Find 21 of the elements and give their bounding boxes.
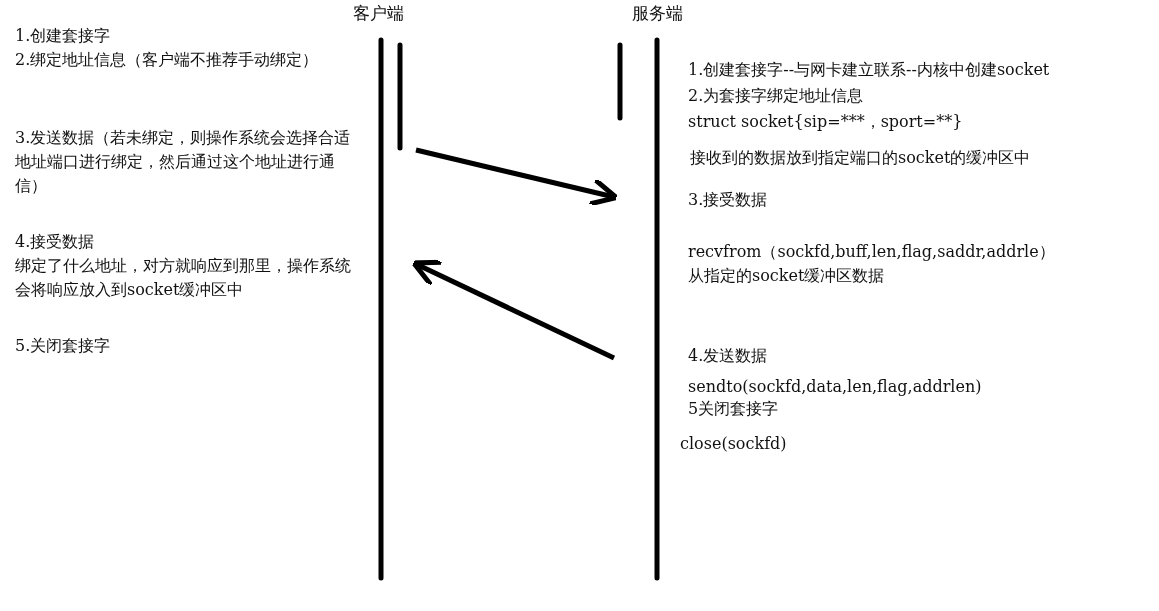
step-text: 4.发送数据 — [688, 345, 769, 367]
note-text: 绑定了什么地址，对方就响应到那里，操作系统会将响应放入到socket缓冲区中 — [15, 255, 352, 301]
step-text: 5.关闭套接字 — [15, 335, 112, 357]
code-text: close(sockfd) — [680, 433, 788, 455]
note-text: 接收到的数据放到指定端口的socket的缓冲区中 — [690, 147, 1032, 169]
message-arrow — [415, 147, 619, 207]
step-text: 5关闭套接字 — [688, 398, 780, 420]
code-text: sendto(sockfd,data,len,flag,addrlen) — [688, 376, 983, 398]
note-text: 从指定的socket缓冲区数据 — [688, 265, 886, 287]
step-text: 2.绑定地址信息（客户端不推荐手动绑定） — [15, 49, 320, 71]
step-text: 3.接受数据 — [688, 189, 769, 211]
lifeline-heading: 客户端 — [351, 2, 405, 25]
code-text: recvfrom（sockfd,buff,len,flag,saddr,addrle） — [688, 241, 1056, 263]
lifeline-heading: 服务端 — [630, 2, 684, 25]
message-arrow — [411, 259, 616, 361]
step-text: 1.创建套接字 — [15, 25, 112, 47]
code-text: struct socket{sip=***，sport=**} — [688, 111, 964, 133]
step-text: 3.发送数据（若未绑定，则操作系统会选择合适地址端口进行绑定，然后通过这个地址进行通信） — [15, 127, 352, 197]
step-text: 1.创建套接字--与网卡建立联系--内核中创建socket — [688, 59, 1051, 81]
step-text: 4.接受数据 — [15, 231, 96, 253]
step-text: 2.为套接字绑定地址信息 — [688, 85, 865, 107]
